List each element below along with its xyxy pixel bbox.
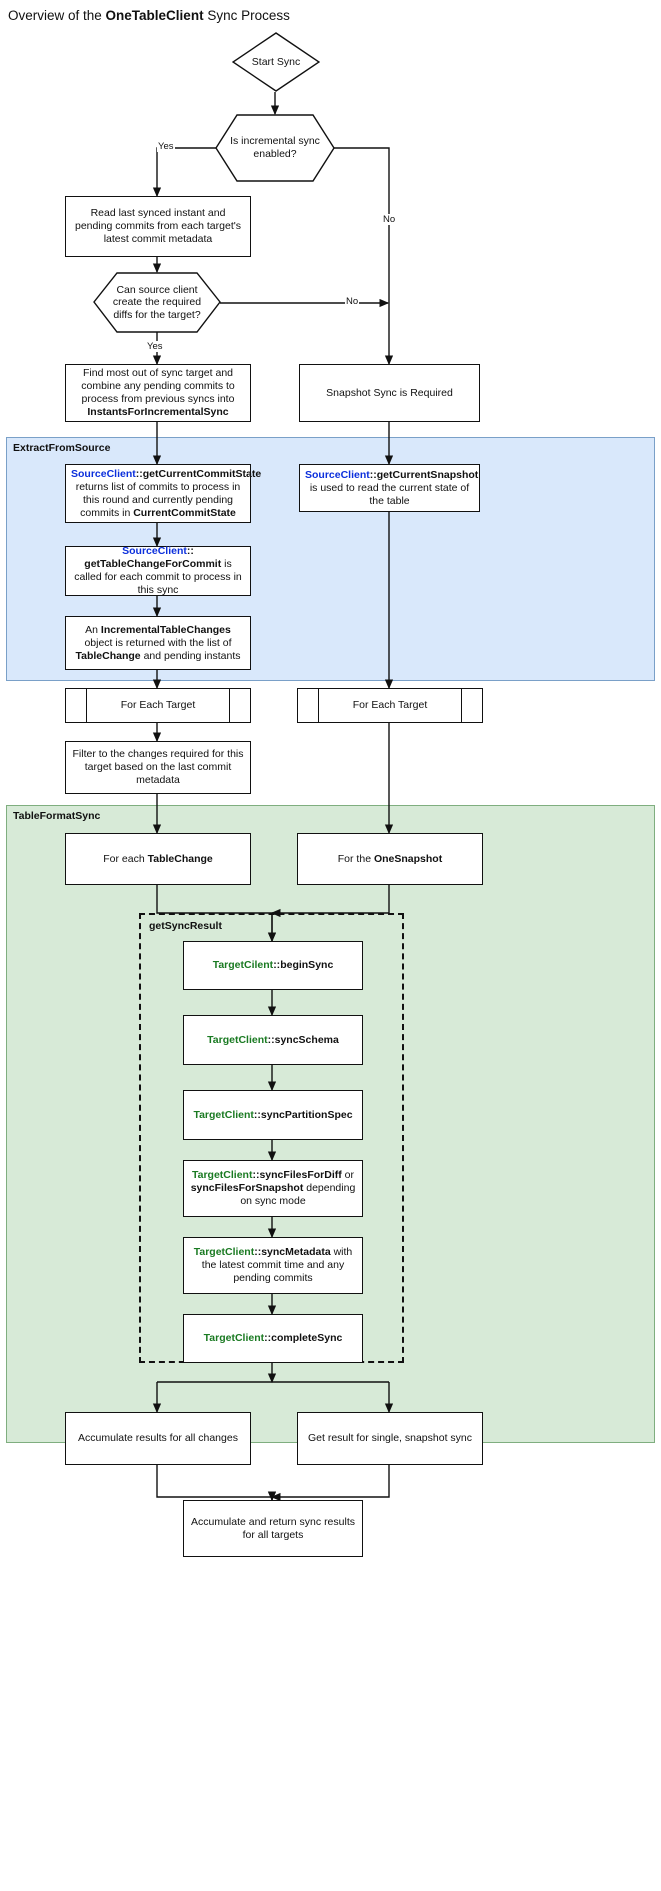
edge-label-diffs-yes: Yes — [146, 341, 164, 352]
edge-label-incremental-no: No — [382, 214, 397, 225]
node-for-each-target-left-label: For Each Target — [120, 699, 196, 711]
node-get-result-snapshot[interactable]: Get result for single, snapshot sync — [297, 1412, 483, 1465]
title-suffix: Sync Process — [203, 8, 290, 23]
node-get-result-snapshot-label: Get result for single, snapshot sync — [308, 1432, 472, 1444]
divider-left — [318, 689, 319, 722]
node-sync-metadata[interactable]: TargetClient::syncMetadata with the late… — [183, 1237, 363, 1294]
node-for-the-onesnapshot[interactable]: For the OneSnapshot — [297, 833, 483, 885]
node-for-the-onesnapshot-label: For the OneSnapshot — [337, 852, 443, 865]
node-for-each-tablechange-label: For each TableChange — [103, 852, 213, 865]
group-get-sync-result-label: getSyncResult — [149, 920, 222, 932]
node-sync-metadata-label: TargetClient::syncMetadata with the late… — [193, 1246, 353, 1284]
divider-right — [229, 689, 230, 722]
node-get-current-commit-state-label: SourceClient::getCurrentCommitState retu… — [71, 467, 262, 519]
node-read-last-synced-instant-label: Read last synced instant and pending com… — [75, 207, 241, 245]
hexagon-shape — [93, 272, 221, 333]
node-find-out-of-sync-target-label: Find most out of sync target and combine… — [81, 367, 235, 418]
node-accumulate-all-changes[interactable]: Accumulate results for all changes — [65, 1412, 251, 1465]
node-is-incremental-sync-enabled-label: Is incremental sync enabled? — [230, 134, 320, 161]
node-start-sync-label: Start Sync — [251, 56, 301, 68]
node-for-each-target-left[interactable]: For Each Target — [65, 688, 251, 723]
group-table-format-sync-label: TableFormatSync — [13, 810, 101, 822]
page-title: Overview of the OneTableClient Sync Proc… — [8, 8, 290, 23]
node-filter-changes[interactable]: Filter to the changes required for this … — [65, 741, 251, 794]
node-sync-files[interactable]: TargetClient::syncFilesForDiff or syncFi… — [183, 1160, 363, 1217]
node-complete-sync[interactable]: TargetClient::completeSync — [183, 1314, 363, 1363]
diamond-shape — [232, 32, 320, 92]
node-get-current-snapshot[interactable]: SourceClient::getCurrentSnapshot is used… — [299, 464, 480, 512]
node-begin-sync-label: TargetCilent::beginSync — [212, 959, 334, 971]
node-begin-sync[interactable]: TargetCilent::beginSync — [183, 941, 363, 990]
node-can-create-diffs-label: Can source client create the required di… — [112, 283, 202, 321]
hexagon-shape — [215, 114, 335, 182]
node-accumulate-all-changes-label: Accumulate results for all changes — [78, 1432, 238, 1444]
node-sync-partition-spec[interactable]: TargetClient::syncPartitionSpec — [183, 1090, 363, 1140]
divider-right — [461, 689, 462, 722]
node-get-current-commit-state[interactable]: SourceClient::getCurrentCommitState retu… — [65, 464, 262, 523]
group-extract-from-source-label: ExtractFromSource — [13, 442, 111, 454]
edge-label-incremental-yes: Yes — [157, 141, 175, 152]
node-for-each-tablechange[interactable]: For each TableChange — [65, 833, 251, 885]
node-for-each-target-right[interactable]: For Each Target — [297, 688, 483, 723]
node-accumulate-return-results[interactable]: Accumulate and return sync results for a… — [183, 1500, 363, 1557]
node-sync-files-label: TargetClient::syncFilesForDiff or syncFi… — [190, 1169, 356, 1207]
node-filter-changes-label: Filter to the changes required for this … — [72, 748, 244, 786]
title-emphasis: OneTableClient — [105, 8, 204, 23]
node-read-last-synced-instant[interactable]: Read last synced instant and pending com… — [65, 196, 251, 257]
node-accumulate-return-results-label: Accumulate and return sync results for a… — [191, 1515, 355, 1541]
node-get-current-snapshot-label: SourceClient::getCurrentSnapshot is used… — [305, 468, 479, 507]
node-sync-schema-label: TargetClient::syncSchema — [207, 1033, 339, 1046]
node-incremental-table-changes-label: An IncrementalTableChanges object is ret… — [75, 623, 241, 662]
node-incremental-table-changes[interactable]: An IncrementalTableChanges object is ret… — [65, 616, 251, 670]
node-complete-sync-label: TargetClient::completeSync — [203, 1332, 343, 1344]
divider-left — [86, 689, 87, 722]
node-for-each-target-right-label: For Each Target — [352, 699, 428, 711]
node-is-incremental-sync-enabled[interactable]: Is incremental sync enabled? — [215, 114, 335, 182]
node-get-table-change-for-commit[interactable]: SourceClient::getTableChangeForCommit is… — [65, 545, 251, 596]
node-start-sync[interactable]: Start Sync — [232, 32, 320, 92]
node-find-out-of-sync-target[interactable]: Find most out of sync target and combine… — [65, 364, 251, 422]
node-can-create-diffs[interactable]: Can source client create the required di… — [93, 272, 221, 333]
node-snapshot-sync-required-label: Snapshot Sync is Required — [326, 386, 453, 399]
edge-label-diffs-no: No — [345, 296, 360, 307]
node-get-table-change-for-commit-label: SourceClient::getTableChangeForCommit is… — [74, 545, 242, 596]
title-prefix: Overview of the — [8, 8, 106, 23]
node-sync-partition-spec-label: TargetClient::syncPartitionSpec — [193, 1108, 353, 1121]
node-sync-schema[interactable]: TargetClient::syncSchema — [183, 1015, 363, 1065]
node-snapshot-sync-required[interactable]: Snapshot Sync is Required — [299, 364, 480, 422]
